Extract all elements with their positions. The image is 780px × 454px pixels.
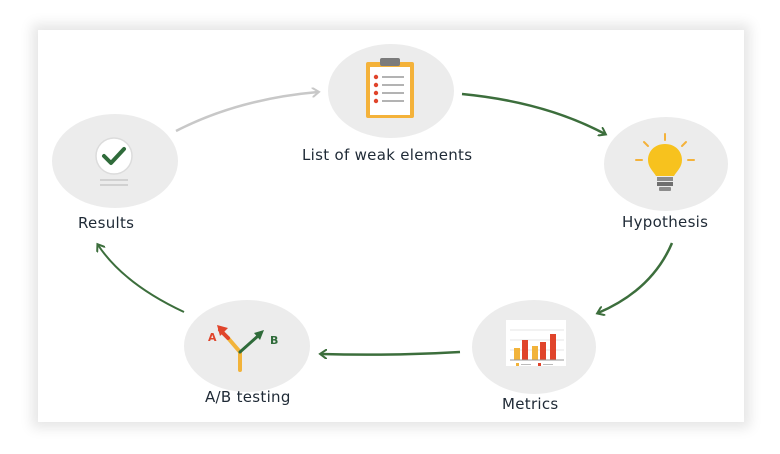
ab-letter-a: A (208, 331, 217, 344)
arrow-ab-to-results (98, 245, 185, 313)
node-label: Hypothesis (622, 213, 709, 231)
arrow-hypothesis-to-metrics (598, 242, 674, 313)
node-label: Metrics (502, 395, 559, 413)
checkmark-monitor-icon (95, 137, 133, 186)
bar-chart-icon (506, 320, 566, 366)
clipboard-checklist-icon (366, 58, 414, 118)
ab-letter-b: B (270, 334, 279, 347)
node-label: List of weak elements (302, 146, 473, 164)
node-label: A/B testing (205, 388, 291, 406)
ab-split-arrows-icon (217, 325, 264, 372)
arrow-results-to-list (175, 92, 318, 133)
arrow-list-to-hypothesis (461, 92, 605, 134)
node-label: Results (78, 214, 135, 232)
arrow-metrics-to-ab (321, 352, 461, 355)
lightbulb-icon (635, 133, 695, 191)
